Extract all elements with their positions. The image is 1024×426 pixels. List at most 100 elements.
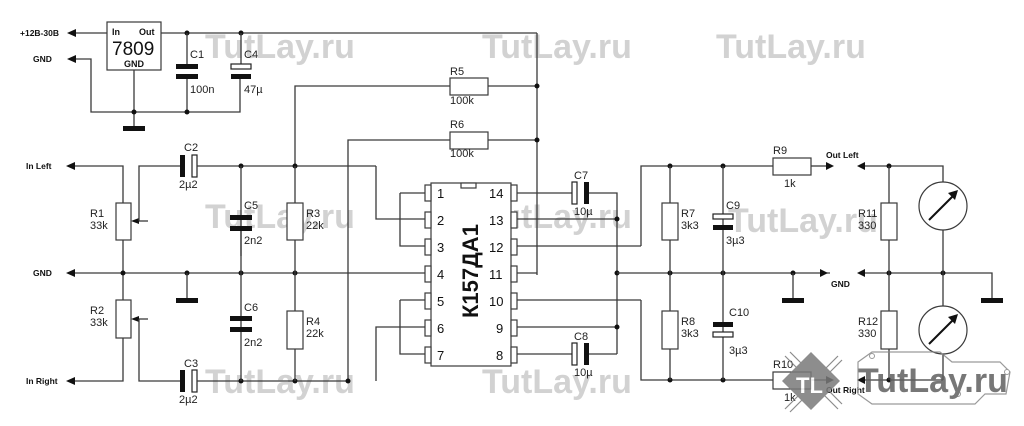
terminal-gnd-left-label: GND <box>33 268 52 278</box>
ground-symbol <box>782 298 804 303</box>
arrow-icon <box>826 162 834 170</box>
C4-ref: C4 <box>244 49 258 61</box>
ic-K157DA1: 1 2 3 4 5 6 7 14 13 12 11 10 9 8 К157ДА1 <box>375 166 641 381</box>
C7-ref: C7 <box>574 170 588 182</box>
logo-text: TutLay.ru <box>858 362 1008 400</box>
ic-pin-tab <box>510 292 518 310</box>
resistor-R5: R5 100k <box>294 66 540 165</box>
terminal-in-right-label: In Right <box>26 376 58 386</box>
ic-pin-10: 10 <box>489 294 503 309</box>
C8-ref: C8 <box>574 331 588 343</box>
ic-pin-14: 14 <box>489 186 503 201</box>
R4-ref: R4 <box>306 316 320 328</box>
meter-right-icon <box>918 273 968 380</box>
watermark: TutLay.ru <box>205 28 355 66</box>
resistor-R4: R4 22k <box>286 273 324 381</box>
voltage-regulator-7809: In Out 7809 GND <box>106 21 162 71</box>
capacitor-C6: C6 2n2 <box>230 273 262 381</box>
regulator-pin-out-label: Out <box>139 27 155 37</box>
C4-value: 47µ <box>244 84 263 96</box>
ic-pin-3: 3 <box>437 240 444 255</box>
ic-pin-4: 4 <box>437 267 444 282</box>
C9-ref: C9 <box>726 200 740 212</box>
regulator-pin-in-label: In <box>112 27 120 37</box>
arrow-icon <box>857 162 865 170</box>
R9-ref: R9 <box>773 145 787 157</box>
ic-pin-tab <box>424 238 432 256</box>
watermark: TutLay.ru <box>482 363 632 401</box>
capacitor-C7: C7 10µ <box>571 170 618 354</box>
R11-ref: R11 <box>858 208 877 220</box>
arrow-icon <box>857 376 865 384</box>
potentiometer-R1: R1 33k <box>90 165 180 273</box>
terminal-out-left-label: Out Left <box>826 150 859 160</box>
ic-pin-13: 13 <box>489 213 503 228</box>
ic-pin-5: 5 <box>437 294 444 309</box>
terminal-power-in-label: +12В-30В <box>20 28 59 38</box>
C6-ref: C6 <box>244 302 258 314</box>
arrow-icon <box>66 269 75 277</box>
capacitor-C1: C1 100n <box>176 33 214 96</box>
ic-pin-8: 8 <box>496 348 503 363</box>
input-section: In Left GND In Right R1 33k R2 3 <box>26 142 433 406</box>
C3-value: 2µ2 <box>179 394 198 406</box>
arrow-icon <box>66 377 75 385</box>
R5-ref: R5 <box>450 66 464 78</box>
C2-ref: C2 <box>184 142 198 154</box>
ic-pin-11: 11 <box>489 267 503 282</box>
ic-pin-2: 2 <box>437 213 444 228</box>
resistor-R9: R9 1k <box>772 145 834 190</box>
arrow-icon <box>857 269 865 277</box>
ground-symbol <box>176 298 198 303</box>
capacitor-C9: C9 3µ3 <box>712 166 745 273</box>
R9-value: 1k <box>784 178 796 190</box>
R6-value: 100k <box>450 148 474 160</box>
ic-pin-tab <box>510 184 518 202</box>
capacitor-C5: C5 2n2 <box>230 166 262 273</box>
R12-ref: R12 <box>858 316 878 328</box>
ic-pin-tab <box>424 265 432 283</box>
C8-value: 10µ <box>574 367 593 379</box>
R1-value: 33k <box>90 220 108 232</box>
watermark: TutLay.ru <box>716 28 866 66</box>
ic-pin-tab <box>424 346 432 364</box>
regulator-pin-gnd-label: GND <box>124 59 145 69</box>
resistor-R3: R3 22k <box>286 166 324 273</box>
R3-ref: R3 <box>306 208 320 220</box>
R8-ref: R8 <box>681 316 695 328</box>
R12-value: 330 <box>858 328 876 340</box>
logo-chip-text: TL <box>796 373 823 398</box>
power-section: +12В-30В GND In Out 7809 GND C1 100n <box>20 21 538 275</box>
site-logo: TL TutLay.ru <box>782 351 1011 413</box>
capacitor-C10: C10 3µ3 <box>712 273 749 380</box>
C2-value: 2µ2 <box>179 179 198 191</box>
ic-pin-12: 12 <box>489 240 503 255</box>
resistor-R8: R8 3k3 <box>661 273 699 380</box>
ic-pin-6: 6 <box>437 321 444 336</box>
resistor-R7: R7 3k3 <box>661 166 699 273</box>
R10-value: 1k <box>784 392 796 404</box>
arrow-icon <box>820 269 828 277</box>
resistor-R12: R12 330 <box>858 273 898 380</box>
C6-value: 2n2 <box>244 337 262 349</box>
C10-ref: C10 <box>729 307 749 319</box>
ic-pin-1: 1 <box>437 186 444 201</box>
R2-value: 33k <box>90 317 108 329</box>
ic-pin-tab <box>510 265 518 283</box>
capacitor-C8: C8 10µ <box>571 331 617 379</box>
potentiometer-R2: R2 33k <box>90 273 180 382</box>
capacitor-C2: C2 2µ2 <box>179 142 376 191</box>
R3-value: 22k <box>306 220 324 232</box>
ic-pin-tab <box>424 319 432 337</box>
C1-ref: C1 <box>190 49 204 61</box>
ic-pin-tab <box>510 238 518 256</box>
meter-left-icon <box>918 181 968 273</box>
C5-value: 2n2 <box>244 235 262 247</box>
R11-value: 330 <box>858 220 876 232</box>
C9-value: 3µ3 <box>726 235 745 247</box>
ic-pin-9: 9 <box>496 321 503 336</box>
C3-ref: C3 <box>184 358 198 370</box>
R8-value: 3k3 <box>681 328 699 340</box>
ic-pin-tab <box>510 211 518 229</box>
watermark: TutLay.ru <box>205 363 355 401</box>
